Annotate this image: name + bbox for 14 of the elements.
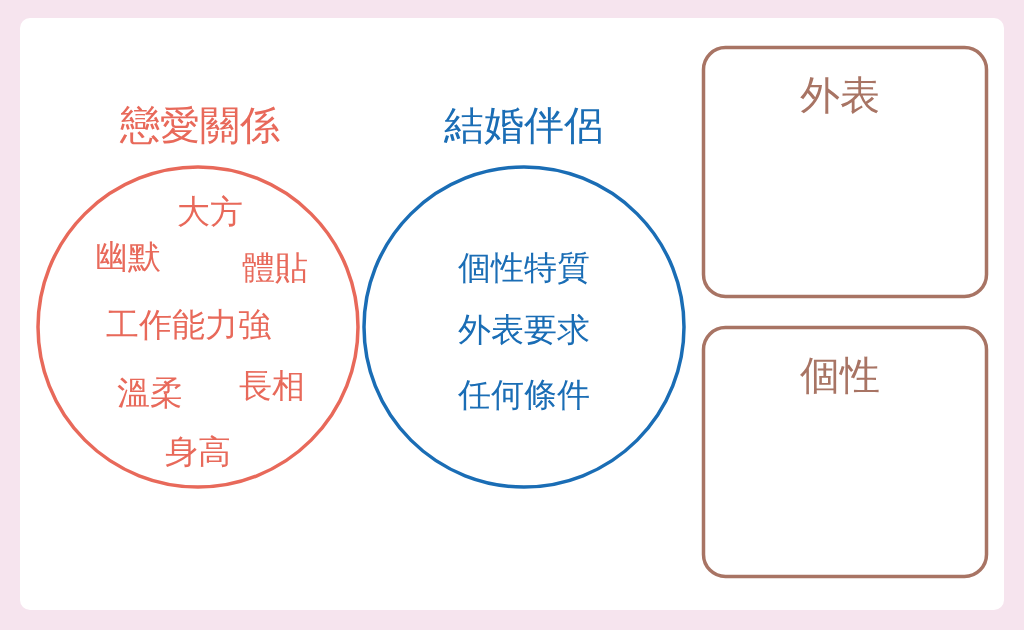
- keyword: 身高: [165, 433, 231, 471]
- keyword: 溫柔: [117, 374, 183, 412]
- keyword: 工作能力強: [105, 306, 271, 344]
- heading: 外表: [800, 73, 880, 117]
- keyword: 任何條件: [458, 376, 590, 414]
- heading: 結婚伴侶: [444, 103, 604, 147]
- keyword: 個性特質: [458, 249, 590, 287]
- keyword: 長相: [239, 367, 305, 405]
- heading: 戀愛關係: [120, 103, 280, 147]
- keyword: 體貼: [242, 249, 308, 287]
- keyword: 外表要求: [458, 311, 590, 349]
- heading: 個性: [800, 353, 880, 397]
- keyword: 大方: [177, 193, 243, 231]
- keyword: 幽默: [95, 238, 161, 276]
